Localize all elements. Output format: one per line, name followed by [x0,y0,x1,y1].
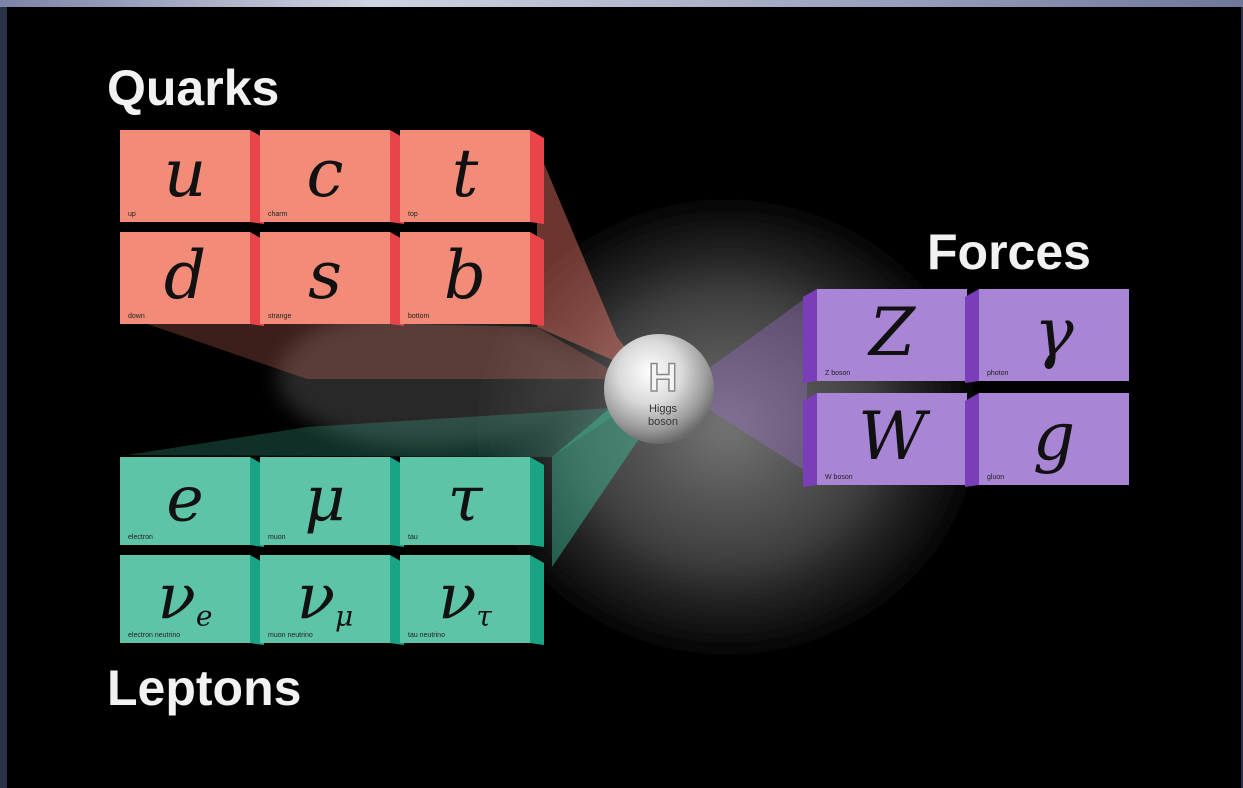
forces-title: Forces [927,224,1091,280]
quarks-symbol: d [164,237,206,314]
quarks-cell-bottom: b bottom [400,232,544,326]
leptons-symbol: e [166,462,203,535]
leptons-beam [552,402,647,567]
leptons-caption: tau neutrino [408,632,445,639]
quarks-caption: strange [268,313,291,320]
forces-symbol: W [858,398,931,475]
quarks-cell-face [400,232,530,324]
quarks-beam-lower [127,317,627,379]
forces-caption: Z boson [825,370,850,377]
leptons-caption: muon neutrino [268,632,313,639]
forces-cell-side [965,289,979,383]
forces-cell-photon: γ photon [965,289,1129,383]
forces-symbol: g [1033,398,1075,475]
quarks-caption: down [128,313,145,320]
standard-model-diagram: H Higgs boson u up c charm t top d down s strange… [120,130,1129,672]
quarks-cell-side [530,130,544,224]
leptons-cell-side [530,555,544,645]
leptons-cell-face [400,457,530,545]
leptons-caption: electron neutrino [128,632,180,639]
forces-cell-face [979,393,1129,485]
quarks-cell-face [260,130,390,222]
quarks-symbol: u [164,135,207,212]
forces-cell-z-boson: Z Z boson [803,289,967,383]
leptons-cell-face [120,457,250,545]
quarks-caption: top [408,211,418,218]
quarks-cell-face [260,232,390,324]
higgs-label-line1: Higgs [649,403,678,415]
leptons-cell-face [120,555,250,643]
leptons-cell-muon: μ muon [260,457,404,547]
leptons-symbol: τ [448,462,484,535]
diagram-panel: H Higgs boson u up c charm t top d down s strange… [7,7,1241,788]
quarks-cell-side [530,232,544,326]
quarks-grid: u up c charm t top d down s strange b bottom [120,130,544,326]
forces-cell-w-boson: W W boson [803,393,967,487]
window-top-border [0,0,1243,7]
leptons-cell-electron: e electron [120,457,264,547]
quarks-symbol: b [444,237,486,314]
quarks-cell-strange: s strange [260,232,404,326]
forces-beam [697,297,807,472]
leptons-cell-face [260,457,390,545]
quarks-cell-top: t top [400,130,544,224]
leptons-symbol: μ [305,462,346,535]
quarks-cell-charm: c charm [260,130,404,224]
forces-cell-side [965,393,979,487]
forces-caption: photon [987,370,1009,377]
forces-cell-face [817,289,967,381]
higgs-symbol: H [649,356,678,400]
quarks-cell-face [400,130,530,222]
quarks-beam [537,147,647,375]
leptons-caption: muon [268,534,286,541]
forces-symbol: Z [867,294,916,371]
forces-cell-side [803,393,817,487]
leptons-caption: electron [128,534,153,541]
leptons-cell-tau: τ tau [400,457,544,547]
leptons-cell-side [530,457,544,547]
leptons-beam-upper [127,407,627,457]
quarks-cell-down: d down [120,232,264,326]
quarks-caption: up [128,211,136,218]
quarks-symbol: s [308,237,342,314]
quarks-cell-face [120,130,250,222]
leptons-cell-face [260,555,390,643]
quarks-title: Quarks [107,60,280,116]
forces-symbol: γ [1034,294,1074,371]
forces-cell-gluon: g gluon [965,393,1129,487]
quarks-cell-up: u up [120,130,264,224]
quarks-symbol: t [452,135,479,212]
leptons-cell-face [400,555,530,643]
forces-cell-face [817,393,967,485]
forces-caption: W boson [825,474,853,481]
quarks-symbol: c [307,135,344,212]
higgs-boson: H Higgs boson [604,334,714,444]
quarks-caption: bottom [408,313,430,320]
higgs-label-line2: boson [648,416,678,428]
forces-caption: gluon [987,474,1004,481]
leptons-title: Leptons [107,660,302,716]
leptons-caption: tau [408,534,418,541]
forces-cell-face [979,289,1129,381]
quarks-caption: charm [268,211,288,218]
quarks-cell-face [120,232,250,324]
forces-cell-side [803,289,817,383]
